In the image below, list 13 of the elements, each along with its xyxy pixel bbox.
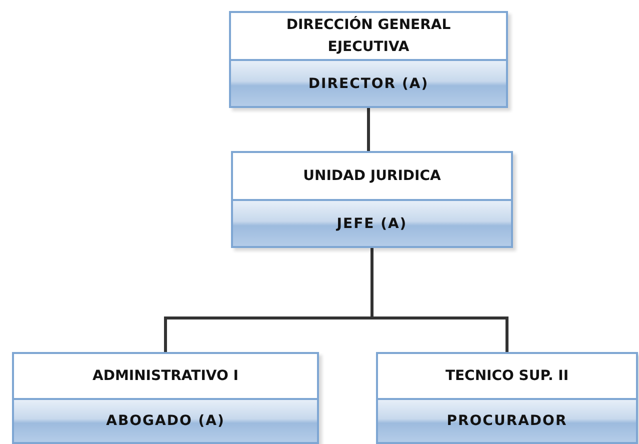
unit-name: TECNICO SUP. II [444,366,570,386]
org-box [12,352,319,444]
org-box [229,11,508,108]
org-box [231,151,513,248]
unit-name: DIRECCIÓN GENERAL EJECUTIVA [285,15,452,57]
unit-name: UNIDAD JURIDICA [302,166,442,186]
position-band: JEFE (A) [233,199,511,246]
position-band: DIRECTOR (A) [231,59,506,106]
position-band: PROCURADOR [378,398,636,442]
org-box [376,352,638,444]
unit-name: ADMINISTRATIVO I [91,366,240,386]
position-band: ABOGADO (A) [14,398,317,442]
connector-line [367,108,370,151]
